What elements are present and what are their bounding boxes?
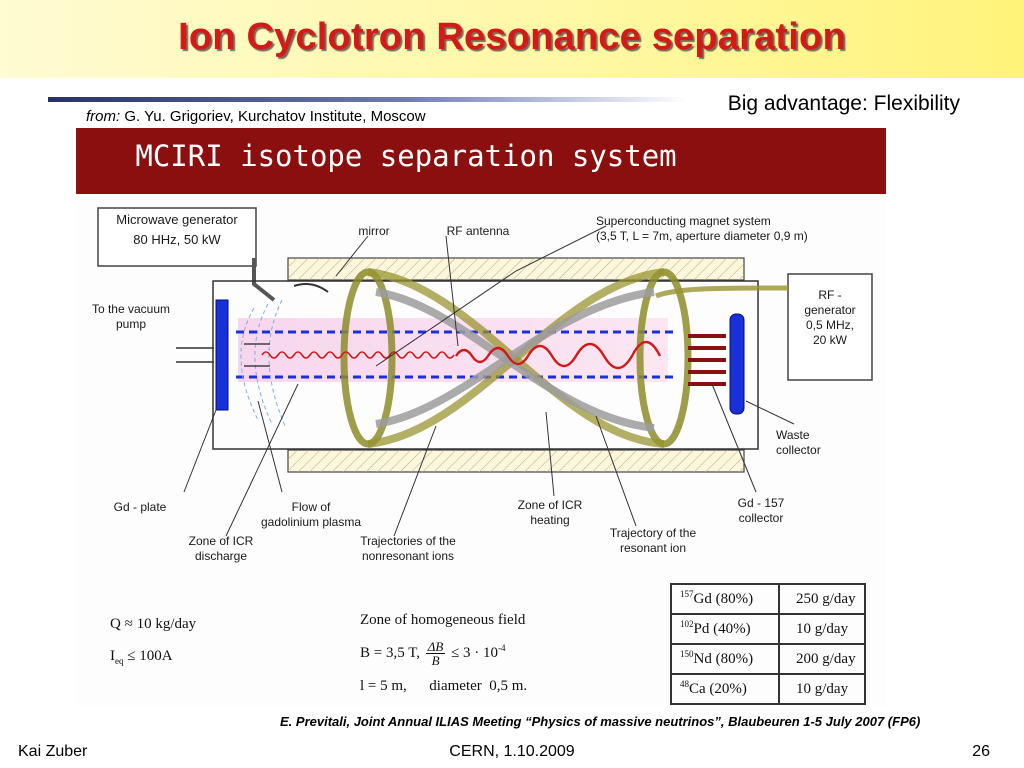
rate-cell: 10 g/day bbox=[778, 613, 866, 645]
gd-plate bbox=[215, 299, 229, 411]
nonresonant-trajectory bbox=[261, 351, 455, 359]
label-waste-collector: Waste collector bbox=[776, 428, 821, 457]
rate-cell: 250 g/day bbox=[778, 583, 866, 615]
label-nonresonant-trajectories: Trajectories of the nonresonant ions bbox=[360, 534, 456, 563]
separator-schematic bbox=[97, 207, 873, 537]
source-text: G. Yu. Grigoriev, Kurchatov Institute, M… bbox=[124, 108, 426, 125]
rate-cell: 200 g/day bbox=[778, 643, 866, 675]
current-value: Ieq ≤ 100A bbox=[110, 648, 173, 666]
throughput-value: Q ≈ 10 kg/day bbox=[110, 616, 197, 632]
resonant-trajectory bbox=[455, 340, 662, 370]
table-row: 48Ca (20%) 10 g/day bbox=[670, 673, 866, 705]
slide-title: Ion Cyclotron Resonance separation bbox=[178, 16, 846, 58]
antenna-strap-2 bbox=[367, 268, 665, 448]
mass-number: 150 bbox=[680, 648, 694, 659]
label-rf-generator: RF - generator 0,5 MHz, 20 kW bbox=[804, 288, 856, 347]
isotope-name: Ca (20%) bbox=[689, 680, 747, 697]
field-ratio-denominator: B bbox=[431, 653, 440, 668]
label-gd157-collector: Gd - 157 collector bbox=[737, 496, 785, 525]
isotope-cell: 48Ca (20%) bbox=[670, 673, 780, 705]
footer-author: Kai Zuber bbox=[18, 743, 88, 760]
isotope-name: Gd (80%) bbox=[693, 590, 754, 607]
mass-number: 102 bbox=[680, 618, 694, 629]
vacuum-chamber bbox=[212, 280, 759, 450]
rate-cell: 10 g/day bbox=[778, 673, 866, 705]
title-underline bbox=[48, 97, 688, 102]
table-row: 150Nd (80%) 200 g/day bbox=[670, 643, 866, 675]
current-subscript: eq bbox=[115, 656, 124, 666]
current-limit: ≤ 100A bbox=[123, 648, 173, 664]
rf-cable bbox=[655, 285, 789, 299]
label-resonant-trajectory: Trajectory of the resonant ion bbox=[609, 526, 697, 555]
field-ratio-numerator: ΔB bbox=[425, 639, 446, 654]
figure-banner bbox=[76, 128, 886, 194]
mass-number: 48 bbox=[680, 678, 689, 689]
rf-generator-box bbox=[787, 273, 873, 381]
isotope-cell: 102Pd (40%) bbox=[670, 613, 780, 645]
mass-number: 157 bbox=[680, 588, 694, 599]
footer-venue-date: CERN, 1.10.2009 bbox=[449, 743, 575, 760]
isotope-cell: 157Gd (80%) bbox=[670, 583, 780, 615]
title-bar bbox=[0, 0, 1024, 78]
table-row: 102Pd (40%) 10 g/day bbox=[670, 613, 866, 645]
waste-collector bbox=[729, 313, 745, 415]
citation: E. Previtali, Joint Annual ILIAS Meeting… bbox=[280, 714, 921, 729]
mirror bbox=[293, 283, 329, 293]
label-magnet-system: Superconducting magnet system (3,5 T, L … bbox=[596, 214, 808, 243]
waveguide bbox=[252, 258, 276, 302]
figure-banner-title: MCIRI isotope separation system bbox=[135, 139, 677, 173]
microwave-generator-box bbox=[97, 207, 257, 267]
advantage-note: Big advantage: Flexibility bbox=[727, 92, 960, 115]
current-symbol: I bbox=[110, 648, 115, 664]
label-plasma-flow: Flow of gadolinium plasma bbox=[260, 500, 362, 529]
isotope-cell: 150Nd (80%) bbox=[670, 643, 780, 675]
field-ratio-limit: ≤ 3 · 10 bbox=[451, 644, 499, 661]
field-ratio-exponent: -4 bbox=[498, 642, 506, 653]
plasma-zone bbox=[238, 318, 668, 382]
label-gd-plate: Gd - plate bbox=[113, 500, 167, 514]
isotope-name: Pd (40%) bbox=[693, 620, 751, 637]
table-row: 157Gd (80%) 250 g/day bbox=[670, 583, 866, 615]
source-prefix: from: bbox=[86, 108, 121, 125]
homogeneous-zone-title: Zone of homogeneous field bbox=[360, 612, 526, 628]
label-icr-heating: Zone of ICR heating bbox=[517, 498, 583, 527]
label-microwave-generator: Microwave generator 80 HHz, 50 kW bbox=[116, 212, 238, 247]
source-credit: from: G. Yu. Grigoriev, Kurchatov Instit… bbox=[86, 108, 426, 125]
vacuum-pipe bbox=[176, 347, 214, 363]
label-mirror: mirror bbox=[358, 224, 390, 238]
label-vacuum-pump: To the vacuum pump bbox=[91, 302, 171, 331]
isotope-name: Nd (80%) bbox=[693, 650, 754, 667]
isotope-yield-table: 157Gd (80%) 250 g/day 102Pd (40%) 10 g/d… bbox=[670, 583, 866, 705]
field-value: B = 3,5 T, bbox=[360, 644, 420, 661]
label-rf-antenna: RF antenna bbox=[446, 224, 510, 238]
length-spec: l = 5 m, diameter 0,5 m. bbox=[360, 678, 528, 694]
slide-number: 26 bbox=[972, 743, 990, 760]
label-icr-discharge: Zone of ICR discharge bbox=[188, 534, 254, 563]
